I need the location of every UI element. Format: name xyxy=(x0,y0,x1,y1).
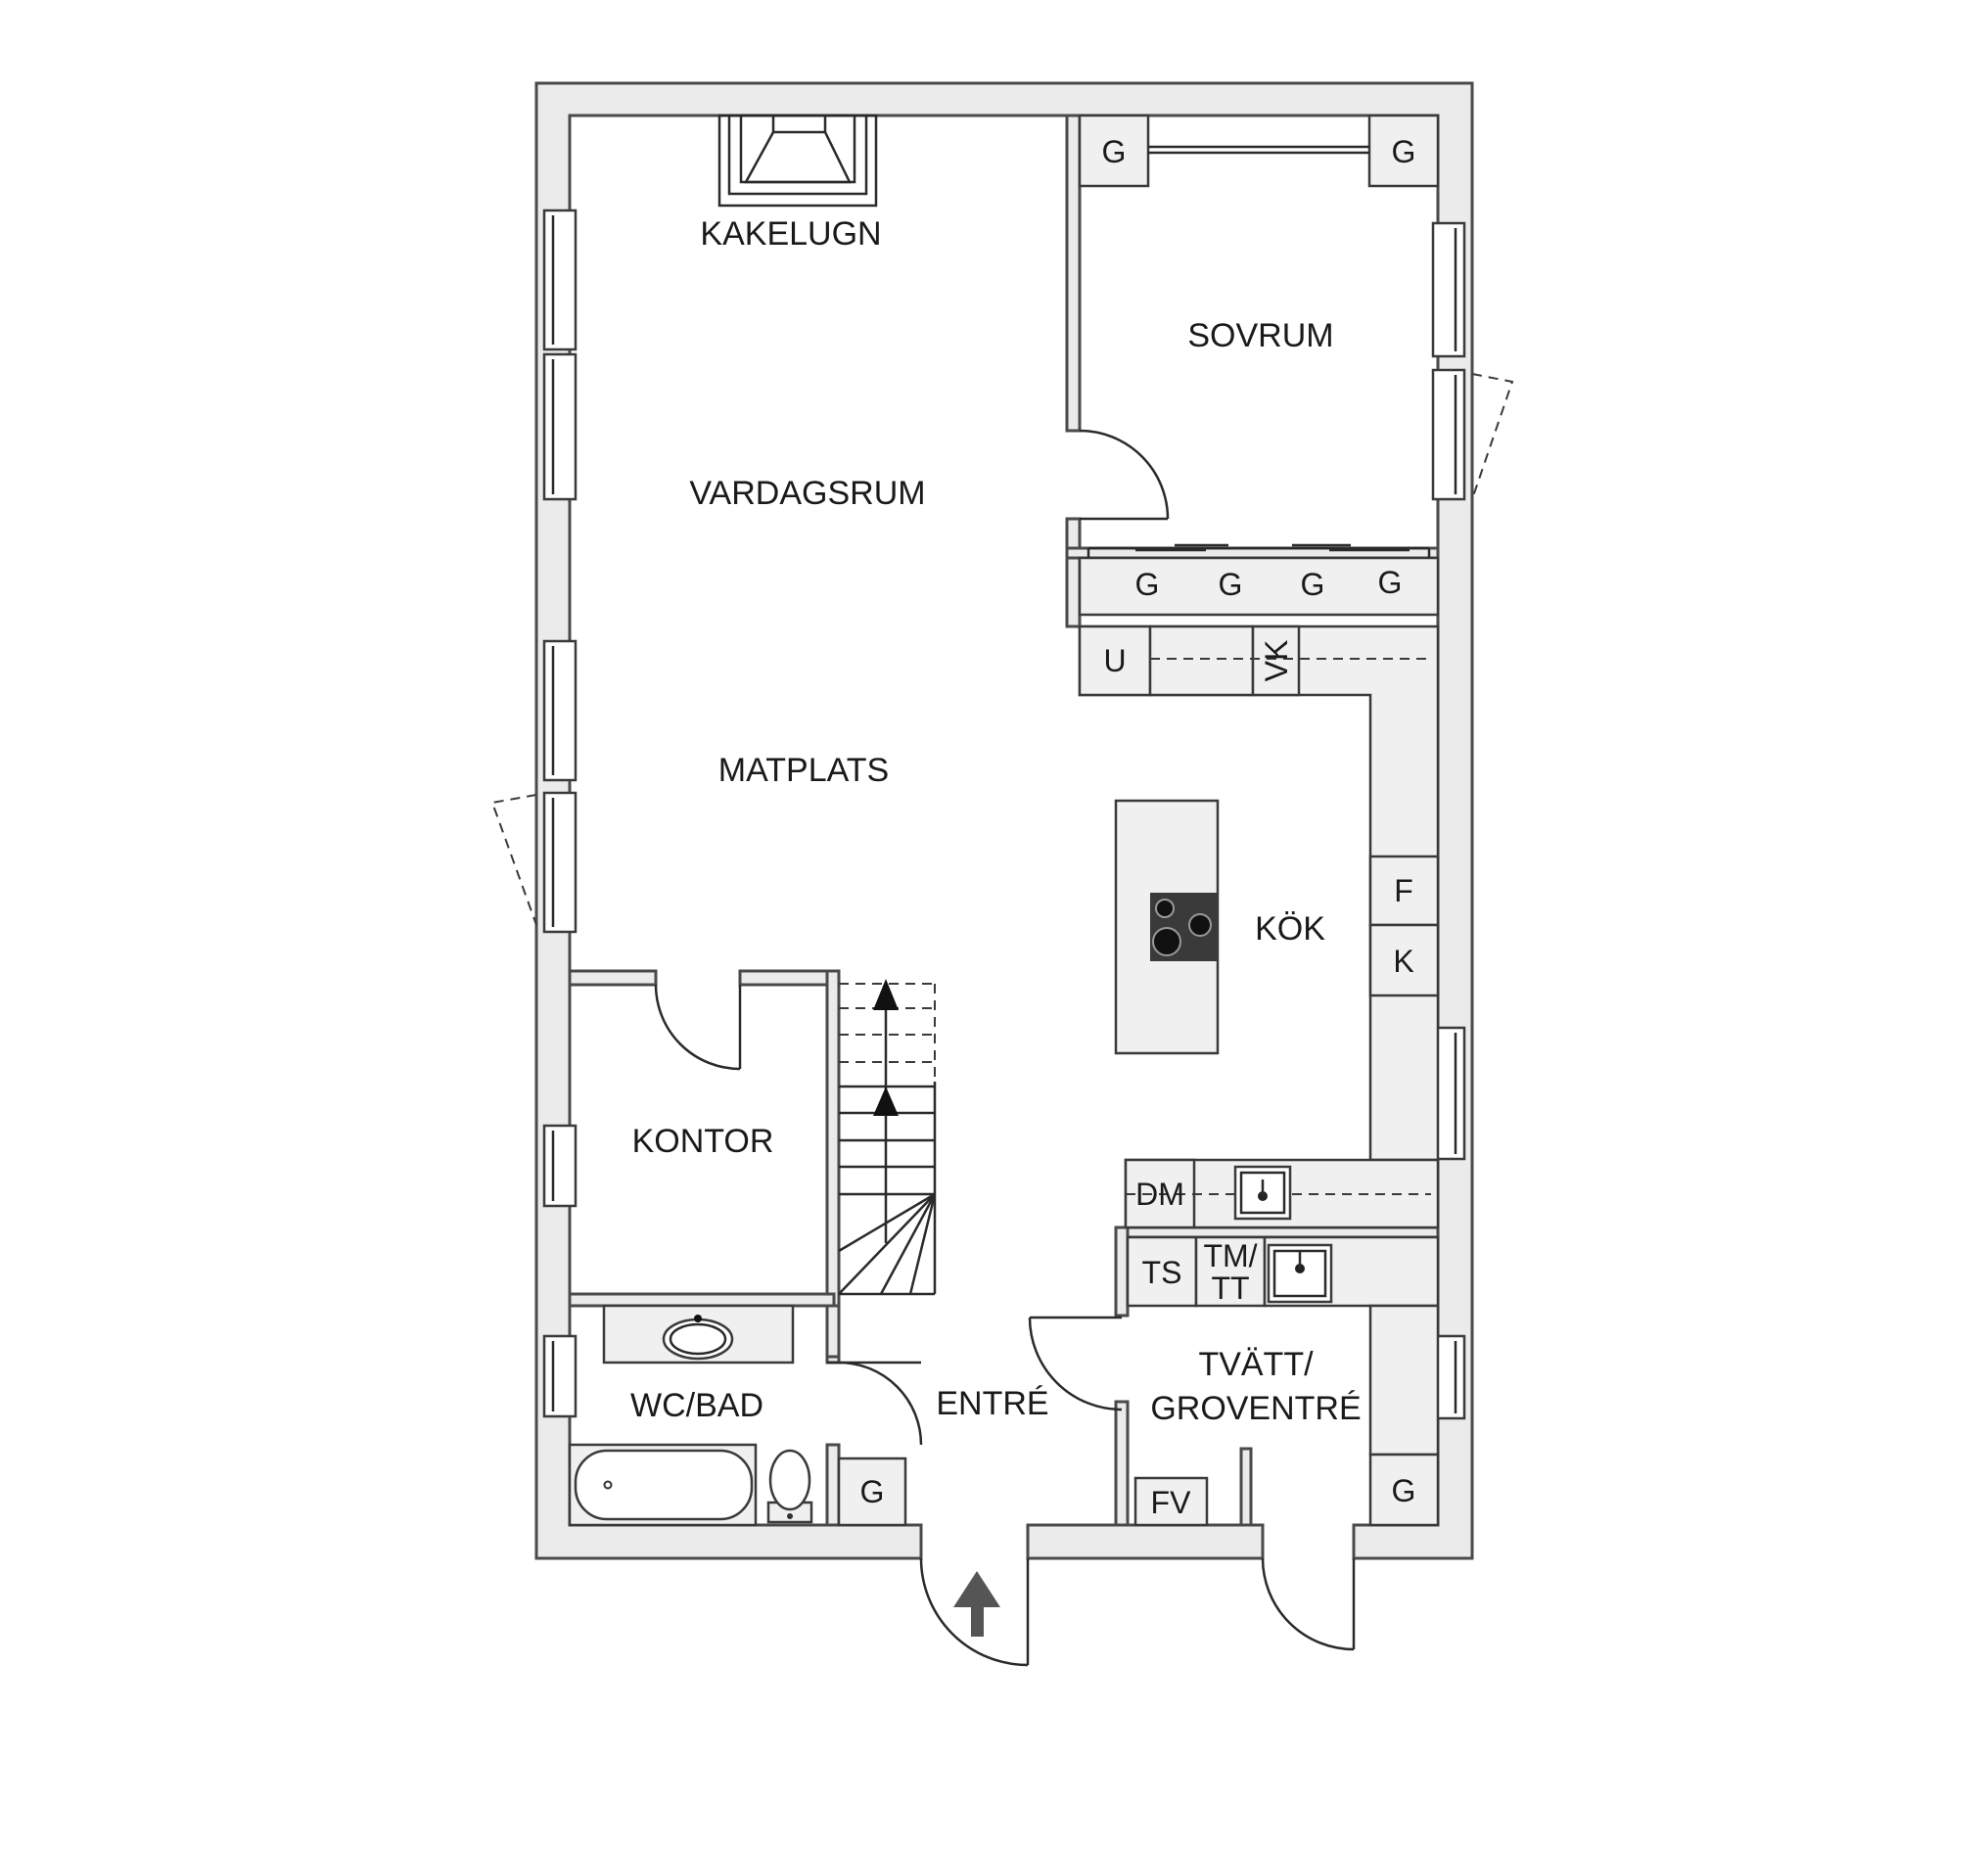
label-entre: ENTRÉ xyxy=(936,1385,1048,1422)
tag-f: F xyxy=(1394,873,1413,908)
label-groventre: GROVENTRÉ xyxy=(1150,1390,1361,1427)
kitchen-island xyxy=(1114,799,1220,1055)
window-swing-left xyxy=(490,794,537,926)
tag-dm: DM xyxy=(1135,1177,1184,1212)
label-tvatt: TVÄTT/ xyxy=(1198,1346,1314,1383)
label-kakelugn: KAKELUGN xyxy=(700,215,881,253)
tag-fv: FV xyxy=(1151,1485,1192,1520)
exterior-wall-bottom-mid xyxy=(1026,1523,1265,1560)
laundry-fixtures xyxy=(1126,1235,1440,1527)
bedroom-wardrobes xyxy=(1078,114,1440,617)
label-wc-bad: WC/BAD xyxy=(630,1387,763,1424)
entrance-arrow-icon xyxy=(953,1571,1000,1637)
label-matplats: MATPLATS xyxy=(718,752,889,789)
tag-ts: TS xyxy=(1142,1255,1182,1290)
label-kok: KÖK xyxy=(1255,910,1325,948)
tag-g-wardrobe-5: G xyxy=(1301,567,1325,602)
tag-g-wardrobe-6: G xyxy=(1378,565,1403,600)
tag-tm: TM/ xyxy=(1203,1238,1257,1273)
tag-g-wardrobe-1: G xyxy=(1102,134,1127,169)
tile-stove xyxy=(717,114,878,208)
tag-g-wardrobe-2: G xyxy=(1392,134,1416,169)
tag-tt: TT xyxy=(1211,1271,1249,1306)
kitchen-counters xyxy=(1078,624,1440,1229)
windows-left xyxy=(542,208,578,1418)
label-sovrum: SOVRUM xyxy=(1187,317,1333,354)
tag-g-entre: G xyxy=(860,1474,885,1509)
label-kontor: KONTOR xyxy=(632,1123,774,1160)
bathroom-fixtures xyxy=(568,1304,907,1527)
tag-u: U xyxy=(1103,643,1126,678)
tag-g-wardrobe-4: G xyxy=(1219,567,1243,602)
tag-g-tvatt: G xyxy=(1392,1473,1416,1508)
doors xyxy=(654,429,1356,1667)
window-swing-right xyxy=(1471,373,1514,500)
label-vardagsrum: VARDAGSRUM xyxy=(689,475,925,512)
tag-vk: VK xyxy=(1259,640,1294,682)
tag-k: K xyxy=(1393,944,1413,979)
staircase xyxy=(838,979,937,1296)
tag-g-wardrobe-3: G xyxy=(1135,567,1160,602)
